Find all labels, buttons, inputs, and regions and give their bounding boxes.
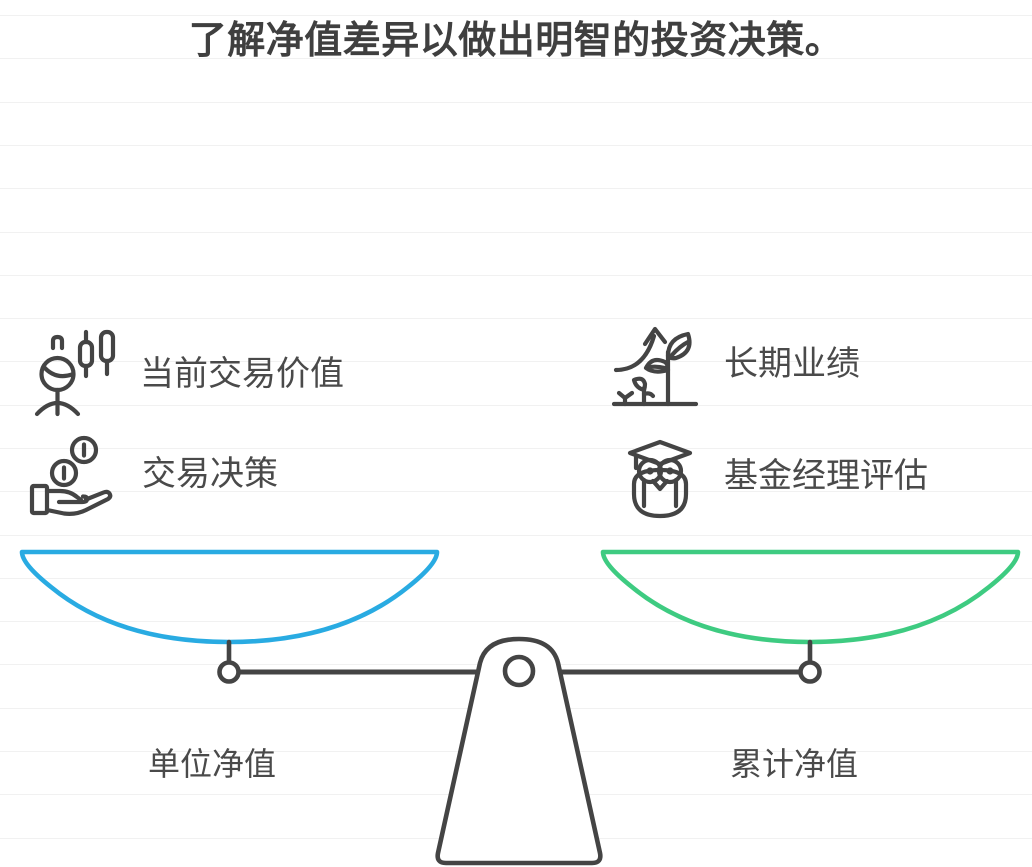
right-pan [600, 549, 1021, 645]
balance-scale-graphic [19, 549, 1021, 866]
gridline [0, 188, 1032, 189]
feature-label: 当前交易价值 [140, 355, 344, 393]
growth-plant-arrow-icon [611, 326, 699, 407]
feature-long-term-performance: 长期业绩 [610, 316, 860, 412]
feature-label: 基金经理评估 [724, 457, 928, 495]
pivot-circle [502, 654, 536, 688]
feature-label: 长期业绩 [724, 345, 860, 383]
left-pan-caption: 单位净值 [148, 746, 277, 782]
page-title: 了解净值差异以做出明智的投资决策。 [188, 20, 844, 62]
gridline [0, 232, 1032, 233]
gridline [0, 145, 1032, 146]
feature-current-trading-value: 当前交易价值 [30, 326, 344, 422]
hand-coins-icon [29, 435, 113, 516]
gridline [0, 102, 1032, 103]
gridline [0, 318, 1032, 319]
graduate-owl-icon [627, 439, 693, 519]
feature-label: 交易决策 [142, 455, 278, 493]
trader-candlestick-icon [34, 329, 116, 417]
right-joint [798, 660, 822, 684]
feature-fund-manager-evaluation: 基金经理评估 [612, 428, 928, 524]
feature-trading-decision: 交易决策 [24, 426, 278, 522]
left-pan [19, 549, 440, 645]
gridline [0, 275, 1032, 276]
right-pan-caption: 累计净值 [730, 746, 859, 782]
left-joint [217, 660, 241, 684]
